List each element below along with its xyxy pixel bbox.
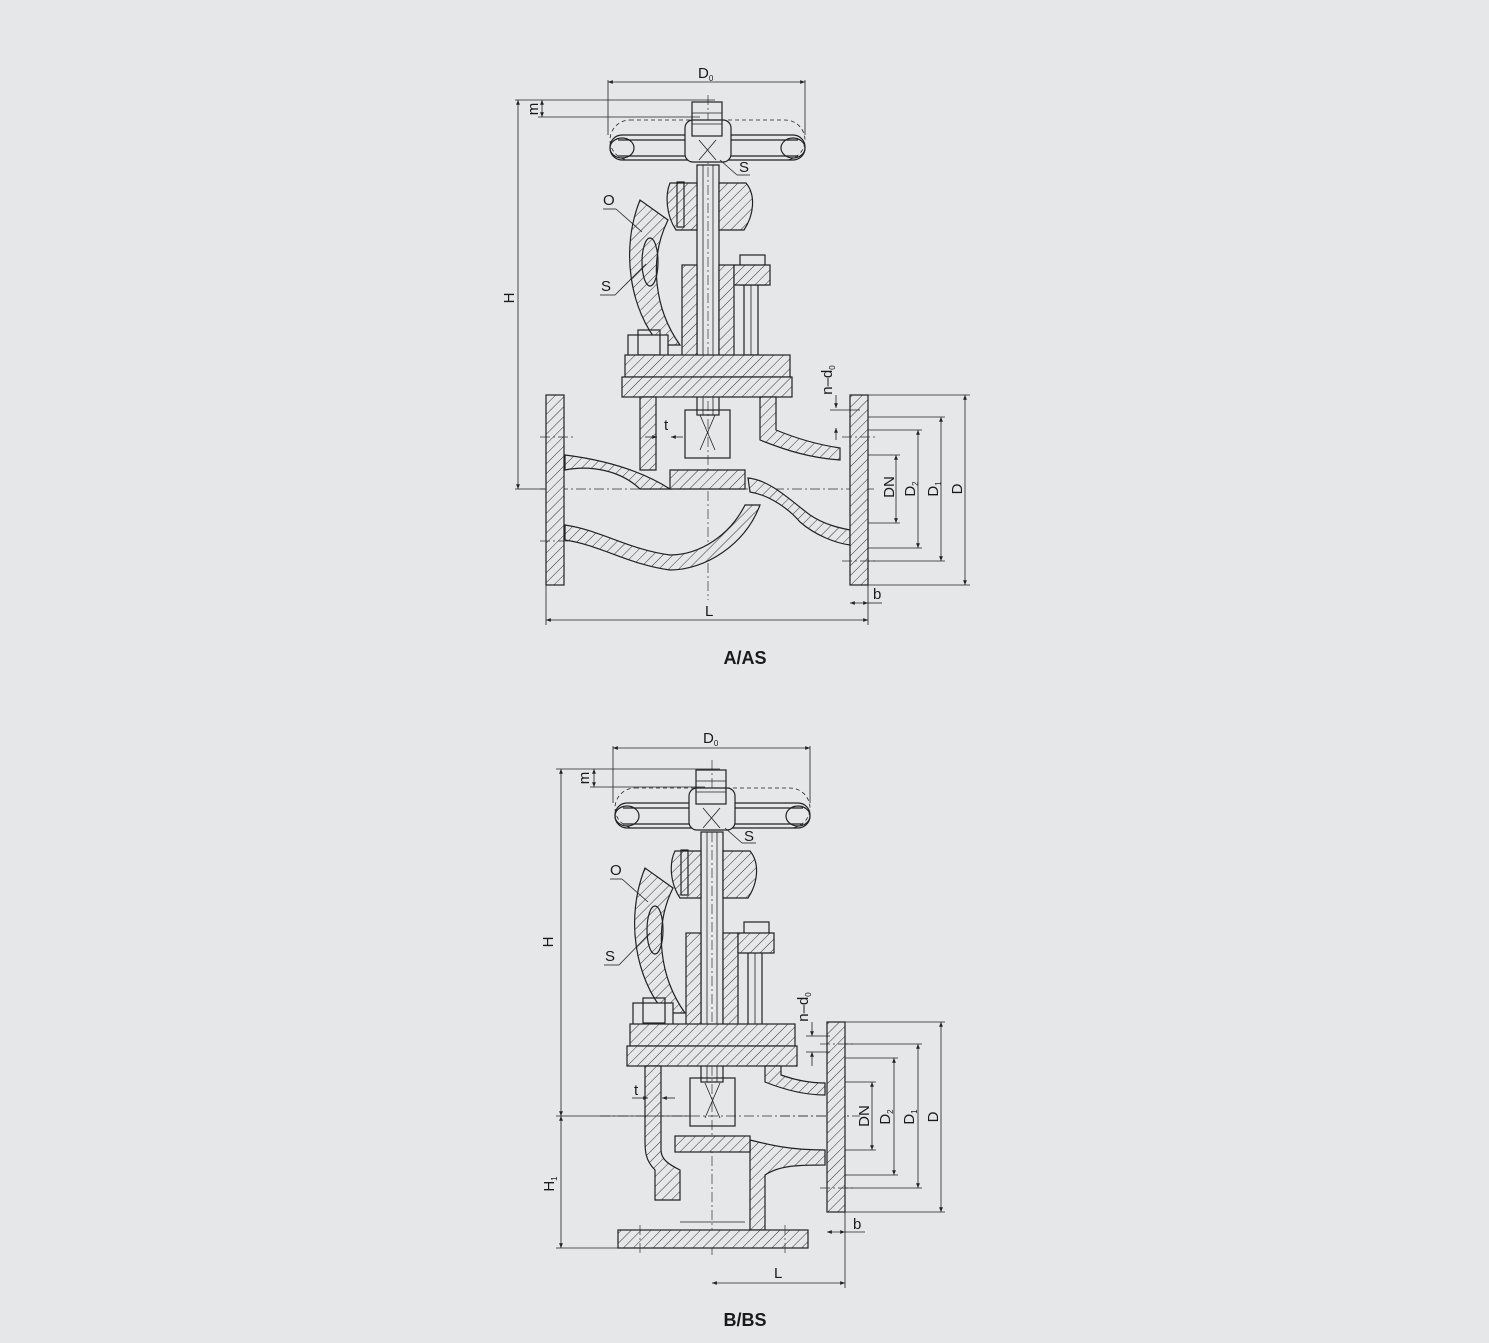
label-t-b: t — [634, 1082, 639, 1099]
label-s-side-b: S — [605, 948, 615, 965]
figure-a-drawing — [515, 80, 970, 625]
label-nd0-b: n–d0 — [795, 992, 813, 1022]
label-dn-a: DN — [881, 476, 898, 498]
label-d2-b: D2 — [877, 1109, 895, 1125]
label-d2-a: D2 — [902, 481, 920, 497]
label-d1-b: D1 — [901, 1109, 919, 1125]
label-h1-b: H1 — [541, 1176, 559, 1192]
label-t-a: t — [664, 417, 669, 434]
label-d-a: D — [949, 483, 966, 494]
label-b-a: b — [873, 586, 881, 603]
label-s-top-b: S — [744, 828, 754, 845]
label-l-b: L — [774, 1265, 782, 1282]
label-h-a: H — [501, 293, 518, 304]
label-h-b: H — [540, 937, 557, 948]
label-m-b: m — [576, 772, 593, 785]
figure-b-drawing — [556, 746, 945, 1288]
label-o-b: O — [610, 862, 622, 879]
label-m-a: m — [525, 103, 542, 116]
label-o-a: O — [603, 192, 615, 209]
label-d-b: D — [925, 1111, 942, 1122]
caption-figure-b: B/BS — [723, 1310, 767, 1330]
handwheel-b — [614, 769, 811, 831]
label-dn-b: DN — [856, 1105, 873, 1127]
label-b-b: b — [853, 1216, 861, 1233]
label-d1-a: D1 — [925, 481, 943, 497]
label-d0-b: D0 — [703, 730, 719, 748]
label-d0-a: D0 — [698, 65, 714, 83]
label-s-top-a: S — [739, 159, 749, 176]
label-nd0-a: n–d0 — [819, 365, 837, 395]
handwheel-a — [609, 101, 806, 163]
label-l-a: L — [705, 603, 713, 620]
caption-figure-a: A/AS — [723, 648, 767, 668]
label-s-side-a: S — [601, 278, 611, 295]
